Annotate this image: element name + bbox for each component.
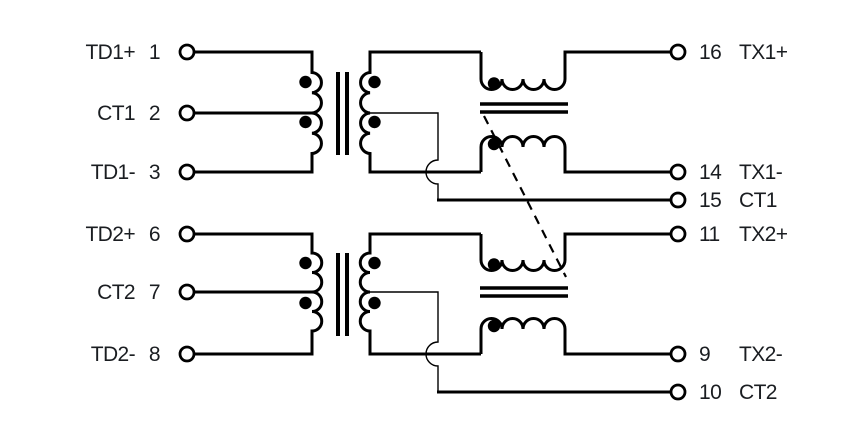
pin9-number-label: 9 [699, 343, 710, 366]
pin1-signal-label: TD1+ [85, 41, 135, 64]
t1-choke-lower-winding [479, 135, 671, 174]
transformer1 [194, 50, 671, 202]
polarity-dot [487, 77, 501, 90]
pin14-signal-label: TX1- [739, 161, 783, 184]
transformer2 [194, 232, 671, 394]
phasing-dashed-line [483, 115, 567, 278]
pin6-terminal [178, 225, 196, 243]
pin16-signal-label: TX1+ [739, 41, 788, 64]
pin7-number-label: 7 [149, 281, 160, 304]
pin6-number-label: 6 [149, 223, 160, 246]
pin2-terminal [178, 104, 196, 122]
polarity-dot [299, 115, 312, 129]
polarity-dot [299, 296, 312, 310]
t1-secondary-winding [359, 50, 481, 174]
pin9-signal-label: TX2- [739, 343, 783, 366]
polarity-dot [487, 319, 501, 333]
left-terminals: TD1+ 1 CT1 2 TD1- 3 TD2+ 6 CT2 7 TD2- 8 [85, 41, 196, 366]
pin1-number-label: 1 [149, 41, 160, 64]
polarity-dot [368, 75, 381, 89]
polarity-dot [368, 296, 381, 310]
t2-choke-upper-winding [479, 232, 671, 272]
pin3-signal-label: TD1- [91, 161, 136, 184]
pin11-number-label: 11 [699, 223, 720, 246]
pin2-signal-label: CT1 [97, 102, 135, 125]
pin15-terminal [669, 191, 687, 209]
pin3-terminal [178, 163, 196, 181]
pin6-signal-label: TD2+ [85, 223, 135, 246]
polarity-dot [487, 137, 501, 151]
pin15-number-label: 15 [699, 189, 721, 212]
t1-centertap-wire [369, 112, 439, 200]
polarity-dot [368, 115, 381, 129]
polarity-dot [299, 75, 312, 89]
pin9-terminal [669, 345, 687, 363]
pin7-signal-label: CT2 [97, 281, 135, 304]
t2-primary-winding [194, 232, 324, 356]
pin15-signal-label: CT1 [739, 189, 777, 212]
pin3-number-label: 3 [149, 161, 160, 184]
pin10-signal-label: CT2 [739, 381, 777, 404]
pin11-terminal [669, 225, 687, 243]
t2-choke-lower-winding [479, 317, 671, 356]
polarity-dot [368, 256, 381, 270]
pin16-number-label: 16 [699, 41, 721, 64]
pin14-number-label: 14 [699, 161, 722, 184]
t1-choke-upper-winding [479, 50, 671, 91]
pin7-terminal [178, 283, 196, 301]
right-terminals: 16 TX1+ 14 TX1- 15 CT1 11 TX2+ 9 TX2- 10… [669, 41, 788, 404]
pin11-signal-label: TX2+ [739, 223, 788, 246]
pin10-terminal [669, 383, 687, 401]
pin16-terminal [669, 43, 687, 61]
pin2-number-label: 2 [149, 102, 160, 125]
pin10-number-label: 10 [699, 381, 721, 404]
pin8-number-label: 8 [149, 343, 160, 366]
polarity-dot [299, 256, 312, 270]
pin14-terminal [669, 163, 687, 181]
polarity-dot [487, 258, 501, 271]
pin1-terminal [178, 43, 196, 61]
t2-centertap-wire [369, 291, 439, 392]
pin8-terminal [178, 345, 196, 363]
pin8-signal-label: TD2- [91, 343, 136, 366]
t2-secondary-winding [358, 232, 481, 356]
